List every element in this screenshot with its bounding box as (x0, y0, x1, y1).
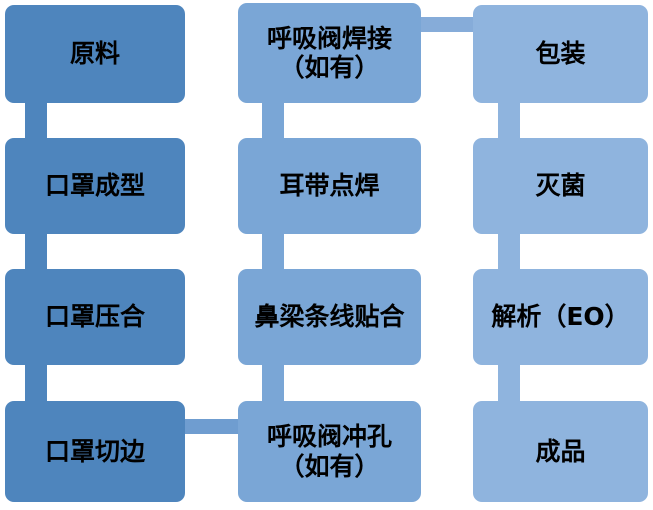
node-mask-pressing[interactable]: 口罩压合 (5, 269, 185, 365)
node-finished-product[interactable]: 成品 (473, 401, 648, 502)
node-mask-trimming[interactable]: 口罩切边 (5, 401, 185, 502)
node-earloop-spot-welding[interactable]: 耳带点焊 (238, 138, 421, 234)
node-sterilization[interactable]: 灭菌 (473, 138, 648, 234)
node-desorption-eo[interactable]: 解析（EO） (473, 269, 648, 365)
connector-earloop-welding-to-valve-welding (262, 100, 284, 142)
node-raw-material-label: 原料 (69, 39, 120, 69)
node-desorption-eo-label: 解析（EO） (491, 302, 630, 332)
connector-desorption-to-finished-product (498, 363, 520, 405)
node-valve-welding-label: 呼吸阀焊接（如有） (266, 23, 392, 83)
node-mask-forming[interactable]: 口罩成型 (5, 138, 185, 234)
node-nosewire-bonding[interactable]: 鼻梁条线贴合 (238, 269, 421, 365)
node-packaging[interactable]: 包装 (473, 5, 648, 103)
node-mask-trimming-label: 口罩切边 (44, 436, 145, 466)
node-finished-product-label: 成品 (535, 436, 586, 466)
connector-sterilization-to-desorption (498, 232, 520, 274)
node-mask-pressing-label: 口罩压合 (44, 302, 145, 332)
node-sterilization-label: 灭菌 (535, 171, 586, 201)
node-raw-material[interactable]: 原料 (5, 5, 185, 103)
connector-valve-welding-to-packaging (408, 17, 486, 32)
node-nosewire-bonding-label: 鼻梁条线贴合 (254, 302, 405, 332)
connector-valve-punching-to-nosewire (262, 363, 284, 405)
node-earloop-spot-welding-label: 耳带点焊 (279, 171, 380, 201)
node-valve-punching[interactable]: 呼吸阀冲孔（如有） (238, 401, 421, 502)
node-packaging-label: 包装 (535, 39, 586, 69)
node-valve-punching-label: 呼吸阀冲孔（如有） (266, 422, 392, 481)
connector-forming-to-pressing (25, 232, 47, 274)
node-valve-welding[interactable]: 呼吸阀焊接（如有） (238, 3, 421, 103)
connector-packaging-to-sterilization (498, 100, 520, 142)
connector-nosewire-to-earloop-welding (262, 232, 284, 274)
connector-pressing-to-trimming (25, 363, 47, 405)
connector-trimming-to-valve-punching (170, 419, 250, 434)
node-mask-forming-label: 口罩成型 (44, 171, 145, 201)
connector-raw-material-to-forming (25, 100, 47, 142)
